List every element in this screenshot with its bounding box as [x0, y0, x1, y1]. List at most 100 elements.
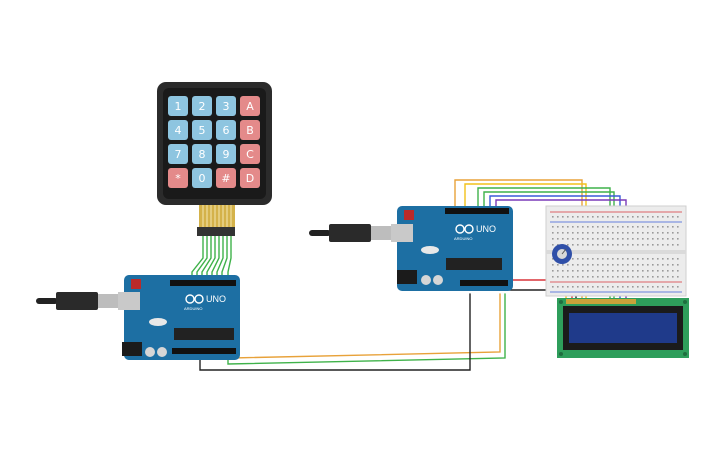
breadboard-hole — [562, 226, 564, 228]
wire-link-black[interactable] — [199, 293, 471, 371]
keypad-key[interactable] — [240, 144, 260, 164]
breadboard-hole — [637, 286, 639, 288]
keypad-key[interactable] — [168, 168, 188, 188]
keypad-key[interactable] — [240, 120, 260, 140]
breadboard-hole — [662, 216, 664, 218]
breadboard-hole — [612, 270, 614, 272]
breadboard-hole — [647, 232, 649, 234]
breadboard[interactable] — [545, 205, 687, 297]
breadboard-hole — [557, 238, 559, 240]
keypad-key[interactable] — [192, 144, 212, 164]
breadboard-hole — [582, 226, 584, 228]
breadboard-hole — [612, 238, 614, 240]
breadboard-hole — [562, 238, 564, 240]
breadboard-hole — [657, 244, 659, 246]
keypad-key-label: 1 — [175, 100, 182, 113]
breadboard-hole — [587, 264, 589, 266]
breadboard-hole — [627, 264, 629, 266]
keypad-key[interactable] — [216, 144, 236, 164]
breadboard-hole — [622, 216, 624, 218]
digital-header — [170, 280, 236, 286]
breadboard-hole — [637, 270, 639, 272]
breadboard-hole — [667, 270, 669, 272]
ribbon-traces — [202, 205, 232, 227]
usb-cable-left[interactable] — [36, 292, 124, 310]
lcd-16x2[interactable] — [557, 298, 689, 358]
breadboard-hole — [552, 286, 554, 288]
breadboard-hole — [667, 238, 669, 240]
breadboard-hole — [657, 264, 659, 266]
keypad-key[interactable] — [192, 96, 212, 116]
usb-cable-icon — [36, 298, 58, 304]
breadboard-hole — [627, 216, 629, 218]
breadboard-hole — [592, 276, 594, 278]
breadboard-hole — [617, 216, 619, 218]
reset-button[interactable] — [404, 210, 414, 220]
breadboard-hole — [557, 286, 559, 288]
breadboard-hole — [667, 264, 669, 266]
breadboard-hole — [647, 286, 649, 288]
keypad-key[interactable] — [168, 144, 188, 164]
breadboard-hole — [642, 276, 644, 278]
breadboard-hole — [592, 244, 594, 246]
wire-power-red[interactable] — [508, 265, 549, 281]
breadboard-hole — [552, 276, 554, 278]
breadboard-hole — [647, 270, 649, 272]
breadboard-hole — [577, 270, 579, 272]
reset-button[interactable] — [131, 279, 141, 289]
breadboard-hole — [672, 258, 674, 260]
capacitor-1 — [145, 347, 155, 357]
keypad-key[interactable] — [216, 96, 236, 116]
arduino-uno-right[interactable]: UNO ARDUINO — [391, 206, 513, 291]
keypad-key[interactable] — [192, 120, 212, 140]
breadboard-hole — [617, 270, 619, 272]
breadboard-hole — [637, 264, 639, 266]
breadboard-hole — [557, 264, 559, 266]
usb-jack — [118, 292, 140, 310]
breadboard-hole — [642, 244, 644, 246]
breadboard-hole — [642, 232, 644, 234]
breadboard-hole — [647, 238, 649, 240]
keypad-key[interactable] — [240, 168, 260, 188]
potentiometer[interactable] — [552, 244, 572, 264]
keypad-key[interactable] — [216, 168, 236, 188]
breadboard-hole — [602, 238, 604, 240]
breadboard-hole — [617, 286, 619, 288]
keypad-key[interactable] — [240, 96, 260, 116]
breadboard-hole — [652, 244, 654, 246]
breadboard-hole — [577, 216, 579, 218]
breadboard-hole — [582, 276, 584, 278]
breadboard-hole — [667, 244, 669, 246]
breadboard-hole — [657, 226, 659, 228]
keypad-key[interactable] — [192, 168, 212, 188]
arduino-logo-icon — [455, 224, 474, 234]
breadboard-hole — [677, 238, 679, 240]
breadboard-hole — [587, 244, 589, 246]
breadboard-hole — [557, 276, 559, 278]
keypad-key[interactable] — [216, 120, 236, 140]
keypad-key[interactable] — [168, 96, 188, 116]
arduino-uno-left[interactable]: UNO ARDUINO — [118, 275, 240, 360]
board-logo-text: ARDUINO — [454, 236, 472, 241]
breadboard-hole — [582, 270, 584, 272]
breadboard-hole — [602, 244, 604, 246]
breadboard-hole — [637, 238, 639, 240]
wire-keypad-8[interactable] — [227, 235, 232, 281]
breadboard-hole — [667, 216, 669, 218]
keypad-key[interactable] — [168, 120, 188, 140]
lcd-mount-hole — [683, 352, 687, 356]
power-jack — [397, 270, 417, 284]
breadboard-hole — [637, 216, 639, 218]
breadboard-hole — [657, 270, 659, 272]
usb-cable-right[interactable] — [309, 224, 397, 242]
capacitor-1 — [421, 275, 431, 285]
breadboard-hole — [642, 264, 644, 266]
breadboard-hole — [672, 276, 674, 278]
breadboard-hole — [627, 258, 629, 260]
wire-link-orange[interactable] — [231, 293, 501, 359]
breadboard-hole — [612, 216, 614, 218]
breadboard-hole — [567, 286, 569, 288]
breadboard-hole — [572, 270, 574, 272]
breadboard-hole — [637, 232, 639, 234]
